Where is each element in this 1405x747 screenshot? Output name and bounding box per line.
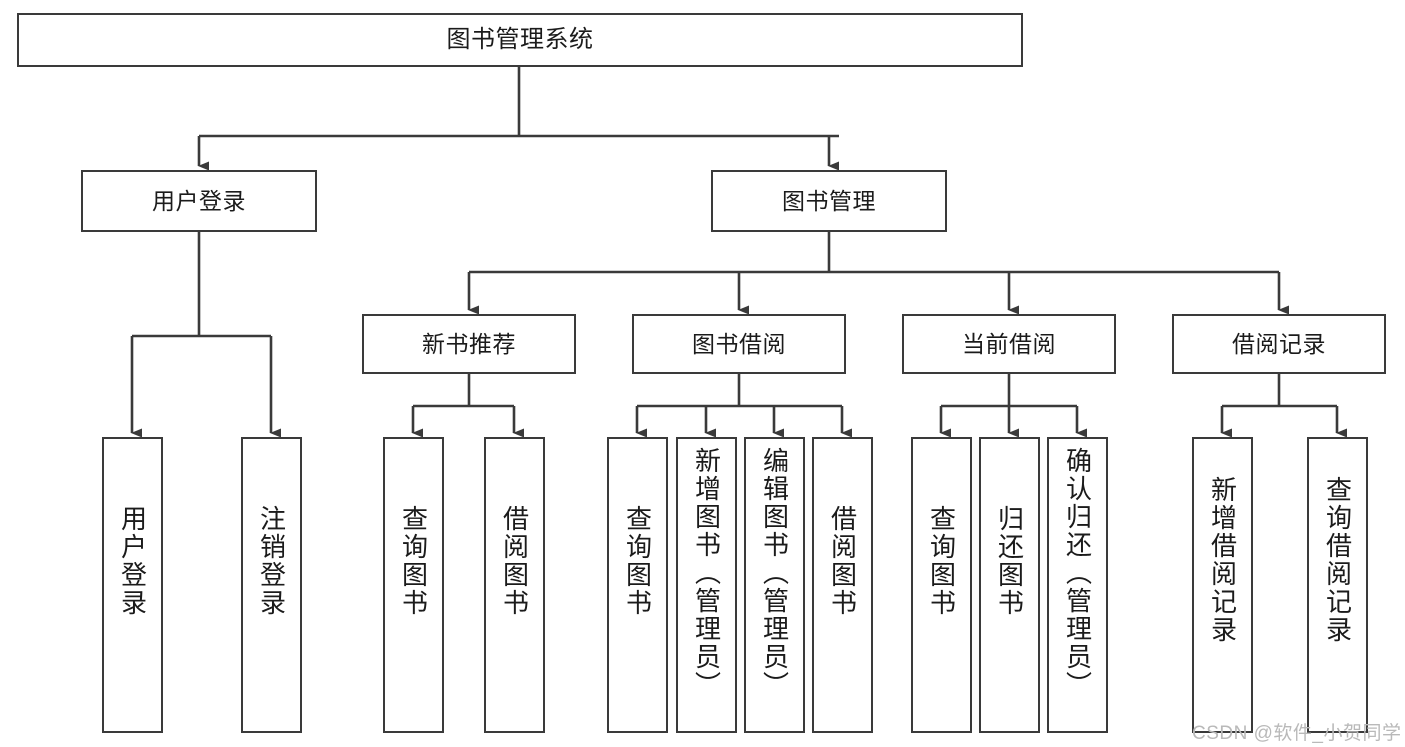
node-leaf-query-book-current[interactable]: 查询图书: [911, 437, 972, 733]
node-leaf-add-borrow-record-label: 新增借阅记录: [1207, 476, 1238, 644]
node-leaf-query-book-borrow-label: 查询图书: [622, 505, 653, 617]
node-leaf-return-book-label: 归还图书: [994, 505, 1025, 617]
node-book-borrow[interactable]: 图书借阅: [632, 314, 846, 374]
node-borrow-record-label: 借阅记录: [1232, 330, 1326, 357]
node-leaf-borrow-book[interactable]: 借阅图书: [812, 437, 873, 733]
node-leaf-logout[interactable]: 注销登录: [241, 437, 302, 733]
node-current-borrow[interactable]: 当前借阅: [902, 314, 1116, 374]
node-borrow-record[interactable]: 借阅记录: [1172, 314, 1386, 374]
node-root-label: 图书管理系统: [446, 26, 594, 54]
node-book-borrow-label: 图书借阅: [692, 330, 786, 357]
node-user-login-label: 用户登录: [152, 187, 246, 214]
node-leaf-borrow-book-recommend[interactable]: 借阅图书: [484, 437, 545, 733]
node-root[interactable]: 图书管理系统: [17, 13, 1023, 67]
node-book-management[interactable]: 图书管理: [711, 170, 947, 232]
node-leaf-edit-book-admin-label: 编辑图书（管理员）: [759, 447, 790, 699]
node-leaf-user-login[interactable]: 用户登录: [102, 437, 163, 733]
node-leaf-query-borrow-record[interactable]: 查询借阅记录: [1307, 437, 1368, 733]
node-leaf-add-borrow-record[interactable]: 新增借阅记录: [1192, 437, 1253, 733]
node-leaf-confirm-return-admin-label: 确认归还（管理员）: [1062, 447, 1093, 699]
node-leaf-query-book-recommend[interactable]: 查询图书: [383, 437, 444, 733]
node-book-management-label: 图书管理: [782, 187, 876, 214]
node-leaf-query-book-borrow[interactable]: 查询图书: [607, 437, 668, 733]
node-leaf-add-book-admin-label: 新增图书（管理员）: [691, 447, 722, 699]
watermark: CSDN @软件_小贺同学: [1192, 723, 1402, 744]
node-leaf-add-book-admin[interactable]: 新增图书（管理员）: [676, 437, 737, 733]
node-leaf-borrow-book-label: 借阅图书: [827, 505, 858, 617]
node-leaf-return-book[interactable]: 归还图书: [979, 437, 1040, 733]
node-new-book-recommend-label: 新书推荐: [422, 330, 516, 357]
node-user-login[interactable]: 用户登录: [81, 170, 317, 232]
node-leaf-query-book-current-label: 查询图书: [926, 505, 957, 617]
node-leaf-edit-book-admin[interactable]: 编辑图书（管理员）: [744, 437, 805, 733]
node-leaf-query-borrow-record-label: 查询借阅记录: [1322, 476, 1353, 644]
node-leaf-logout-label: 注销登录: [256, 505, 287, 617]
node-leaf-user-login-label: 用户登录: [117, 505, 148, 617]
node-leaf-query-book-recommend-label: 查询图书: [398, 505, 429, 617]
node-current-borrow-label: 当前借阅: [962, 330, 1056, 357]
node-new-book-recommend[interactable]: 新书推荐: [362, 314, 576, 374]
node-leaf-borrow-book-recommend-label: 借阅图书: [499, 505, 530, 617]
node-leaf-confirm-return-admin[interactable]: 确认归还（管理员）: [1047, 437, 1108, 733]
